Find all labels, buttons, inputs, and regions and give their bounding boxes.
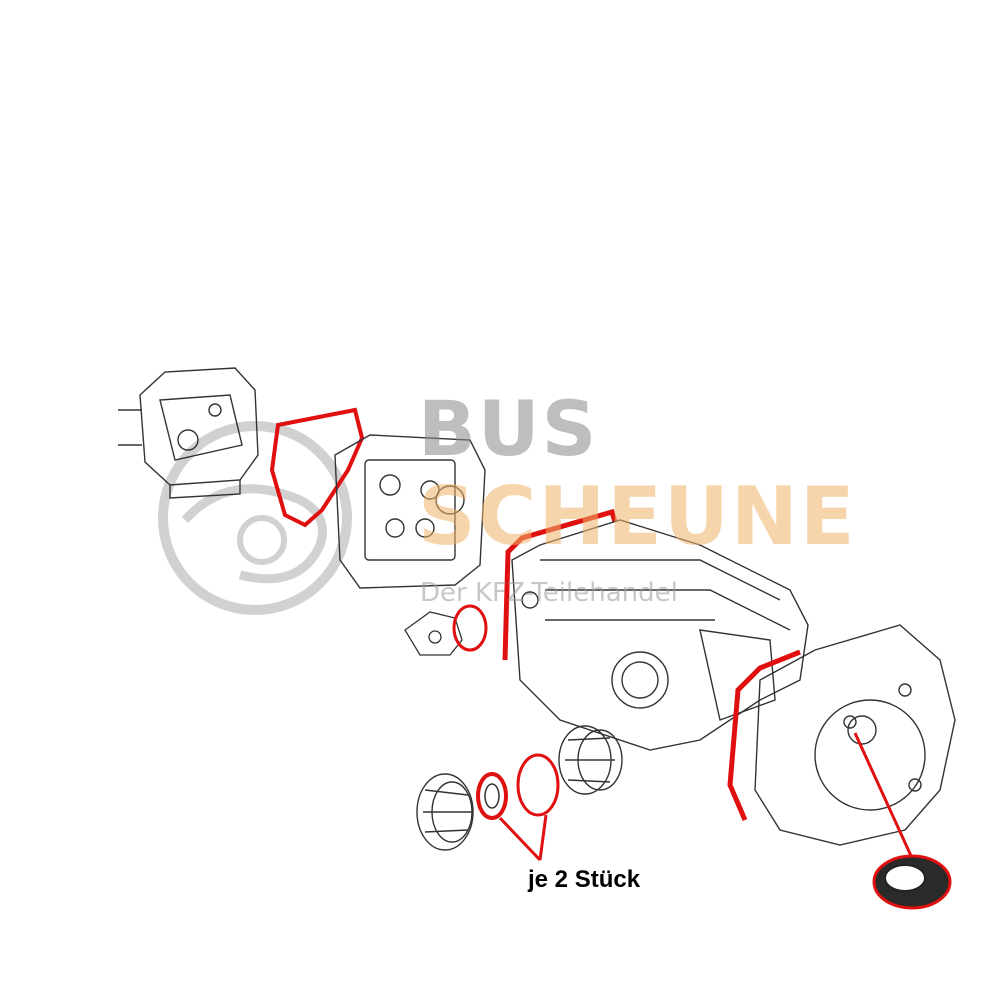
bell-housing-part <box>754 624 956 846</box>
selector-housing-part <box>404 611 463 656</box>
o-ring-highlight <box>516 753 560 817</box>
quantity-pointer-lines <box>498 814 548 862</box>
main-case-gasket-highlight <box>502 508 618 661</box>
rear-cover-gasket-highlight <box>269 407 365 528</box>
watermark-brand-line2: SCHEUNE <box>418 470 857 563</box>
shaft-seal-leader-line <box>853 732 914 859</box>
selector-o-ring-highlight <box>452 604 488 652</box>
bell-housing-gasket-highlight <box>727 649 801 821</box>
intermediate-housing-part <box>334 434 486 589</box>
quantity-label: je 2 Stück <box>528 866 641 893</box>
bearing-cage-part <box>416 773 474 851</box>
rear-cover-part <box>118 367 259 499</box>
watermark-logo-icon <box>158 421 352 615</box>
watermark-tagline: Der KFZ-Teilehandel <box>420 578 678 608</box>
shaft-seal-part <box>872 854 952 910</box>
main-gearbox-case-part <box>511 519 809 751</box>
small-seal-ring-highlight <box>476 772 508 820</box>
needle-bearing-part <box>558 725 623 795</box>
watermark-brand-line1: BUS <box>418 384 599 473</box>
